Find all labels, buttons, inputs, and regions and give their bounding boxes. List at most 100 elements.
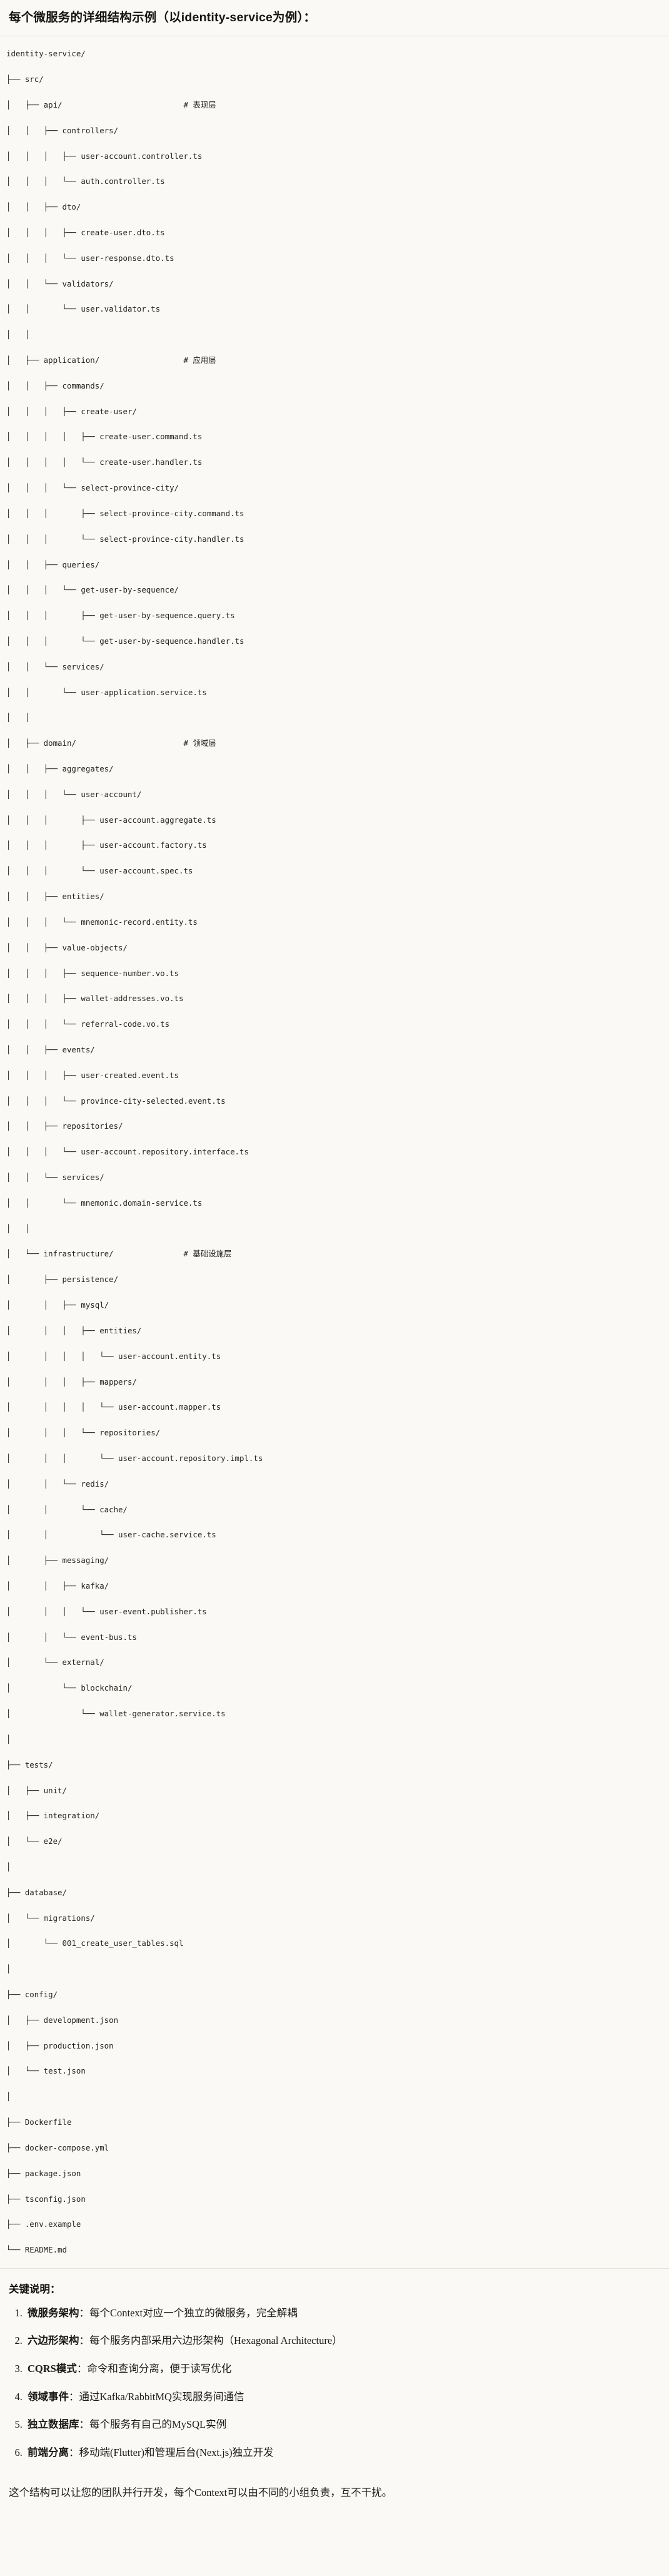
tree-line: │ └── infrastructure/ # 基础设施层 <box>6 1249 232 1259</box>
key-note-item: CQRS模式：命令和查询分离，便于读写优化 <box>25 2361 660 2377</box>
tree-line: │ │ └── user-application.service.ts <box>6 687 207 697</box>
key-note-separator: ： <box>79 2306 90 2319</box>
tree-line: ├── .env.example <box>6 2219 81 2229</box>
tree-line: │ │ │ └── get-user-by-sequence/ <box>6 585 179 595</box>
tree-line: │ │ │ ├── mappers/ <box>6 1377 137 1387</box>
tree-line: │ │ │ └── user-response.dto.ts <box>6 253 174 263</box>
key-note-separator: ： <box>69 2446 79 2458</box>
key-note-separator: ： <box>79 2418 90 2431</box>
key-note-separator: ： <box>69 2390 79 2403</box>
tree-line: │ │ │ ├── wallet-addresses.vo.ts <box>6 994 184 1004</box>
tree-line: │ └── external/ <box>6 1657 104 1667</box>
tree-line: │ │ │ └── user-account/ <box>6 789 142 799</box>
key-note-term: 独立数据库 <box>28 2418 79 2431</box>
tree-line: │ │ ├── queries/ <box>6 559 100 569</box>
tree-line: │ └── test.json <box>6 2066 86 2076</box>
tree-line: │ │ │ ├── create-user.dto.ts <box>6 227 165 237</box>
tree-line: │ │ │ └── repositories/ <box>6 1428 161 1438</box>
tree-line: │ │ │ │ └── user-account.mapper.ts <box>6 1402 221 1412</box>
tree-line: │ └── e2e/ <box>6 1836 63 1846</box>
tree-line: │ └── wallet-generator.service.ts <box>6 1709 226 1719</box>
key-note-description: 每个服务有自己的MySQL实例 <box>89 2418 227 2431</box>
tree-line: │ │ │ ├── user-account.aggregate.ts <box>6 815 216 825</box>
tree-line: │ │ │ ├── user-created.event.ts <box>6 1070 179 1080</box>
tree-line: │ │ <box>6 330 30 340</box>
tree-line: │ └── 001_create_user_tables.sql <box>6 1938 184 1948</box>
tree-line: │ ├── integration/ <box>6 1811 100 1821</box>
tree-line: │ │ │ ├── user-account.controller.ts <box>6 151 203 161</box>
key-note-item: 六边形架构：每个服务内部采用六边形架构（Hexagonal Architectu… <box>25 2333 660 2349</box>
tree-line: │ │ └── cache/ <box>6 1504 128 1514</box>
tree-line: │ ├── messaging/ <box>6 1555 109 1565</box>
tree-line: │ │ │ ├── select-province-city.command.t… <box>6 508 244 518</box>
tree-line: │ │ <box>6 1223 30 1233</box>
tree-line: │ │ │ └── select-province-city/ <box>6 483 179 493</box>
key-note-term: 微服务架构 <box>28 2306 79 2319</box>
tree-line: ├── src/ <box>6 74 44 84</box>
key-note-description: 通过Kafka/RabbitMQ实现服务间通信 <box>79 2390 244 2403</box>
tree-line: │ ├── unit/ <box>6 1785 67 1795</box>
tree-line: │ │ │ ├── sequence-number.vo.ts <box>6 968 179 978</box>
tree-line: │ │ │ │ └── create-user.handler.ts <box>6 457 203 467</box>
tree-line: │ │ │ └── select-province-city.handler.t… <box>6 534 244 544</box>
key-note-item: 领域事件：通过Kafka/RabbitMQ实现服务间通信 <box>25 2389 660 2405</box>
key-notes-heading: 关键说明： <box>9 2283 61 2295</box>
tree-line: │ │ └── event-bus.ts <box>6 1632 137 1642</box>
tree-line: │ │ ├── value-objects/ <box>6 942 128 952</box>
tree-layer-comment: # 表现层 <box>183 99 216 109</box>
tree-line: │ │ │ └── user-account.spec.ts <box>6 866 193 876</box>
tree-line: │ │ ├── events/ <box>6 1044 95 1054</box>
tree-layer-comment: # 领域层 <box>183 738 216 748</box>
tree-line: │ │ │ └── user-account.repository.impl.t… <box>6 1453 263 1463</box>
tree-line: ├── database/ <box>6 1887 67 1897</box>
tree-line: │ ├── domain/ # 领域层 <box>6 738 216 748</box>
tree-line: │ │ └── mnemonic.domain-service.ts <box>6 1198 203 1208</box>
tree-line: │ │ │ └── auth.controller.ts <box>6 176 165 186</box>
tree-line: ├── tests/ <box>6 1759 53 1769</box>
key-note-item: 微服务架构：每个Context对应一个独立的微服务，完全解耦 <box>25 2305 660 2321</box>
tree-line: │ │ │ └── user-event.publisher.ts <box>6 1606 207 1616</box>
key-note-description: 每个Context对应一个独立的微服务，完全解耦 <box>89 2306 298 2319</box>
key-notes-list: 微服务架构：每个Context对应一个独立的微服务，完全解耦六边形架构：每个服务… <box>9 2305 660 2460</box>
tree-line: │ │ └── redis/ <box>6 1479 109 1489</box>
tree-line: │ │ └── user.validator.ts <box>6 304 161 314</box>
tree-line: │ │ │ └── referral-code.vo.ts <box>6 1019 170 1029</box>
tree-line: │ │ <box>6 713 30 723</box>
key-note-term: 前端分离 <box>28 2446 69 2458</box>
tree-line: │ │ └── validators/ <box>6 278 114 288</box>
key-note-description: 命令和查询分离，便于读写优化 <box>87 2363 232 2375</box>
tree-line: identity-service/ <box>6 49 86 59</box>
tree-line: │ │ │ │ └── user-account.entity.ts <box>6 1351 221 1361</box>
tree-line: ├── config/ <box>6 1990 58 1999</box>
tree-line: │ │ ├── entities/ <box>6 892 104 902</box>
tree-line: │ ├── production.json <box>6 2040 114 2050</box>
tree-divider <box>0 2268 669 2269</box>
tree-line: │ │ │ └── get-user-by-sequence.handler.t… <box>6 636 244 646</box>
tree-line: └── README.md <box>6 2245 67 2255</box>
tree-layer-comment: # 基础设施层 <box>183 1249 232 1259</box>
tree-line: ├── tsconfig.json <box>6 2194 86 2204</box>
tree-line: │ │ └── services/ <box>6 661 104 671</box>
tree-line: │ │ ├── kafka/ <box>6 1581 109 1591</box>
tree-line: │ └── migrations/ <box>6 1913 95 1923</box>
tree-line: ├── docker-compose.yml <box>6 2142 109 2152</box>
tree-line: │ ├── api/ # 表现层 <box>6 99 216 109</box>
tree-line: ├── package.json <box>6 2168 81 2178</box>
directory-tree: identity-service/ ├── src/ │ ├── api/ # … <box>6 48 669 2256</box>
tree-line: │ │ ├── commands/ <box>6 380 104 390</box>
tree-line: │ │ └── services/ <box>6 1173 104 1182</box>
tree-line: │ │ │ ├── create-user/ <box>6 406 137 416</box>
key-note-term: CQRS模式 <box>28 2363 77 2375</box>
tree-line: │ <box>6 1964 11 1974</box>
tree-line: │ ├── development.json <box>6 2015 119 2025</box>
tree-line: │ │ │ │ ├── create-user.command.ts <box>6 432 203 442</box>
key-note-description: 每个服务内部采用六边形架构（Hexagonal Architecture） <box>89 2334 343 2347</box>
tree-line: │ │ │ └── province-city-selected.event.t… <box>6 1096 226 1106</box>
tree-line: │ <box>6 1734 11 1744</box>
key-note-separator: ： <box>76 2363 88 2375</box>
tree-line: │ └── blockchain/ <box>6 1683 133 1693</box>
tree-line: │ │ │ ├── user-account.factory.ts <box>6 840 207 850</box>
key-note-term: 领域事件 <box>28 2390 69 2403</box>
closing-note: 这个结构可以让您的团队并行开发，每个Context可以由不同的小组负责，互不干扰… <box>9 2487 393 2499</box>
tree-line: │ <box>6 1861 11 1871</box>
